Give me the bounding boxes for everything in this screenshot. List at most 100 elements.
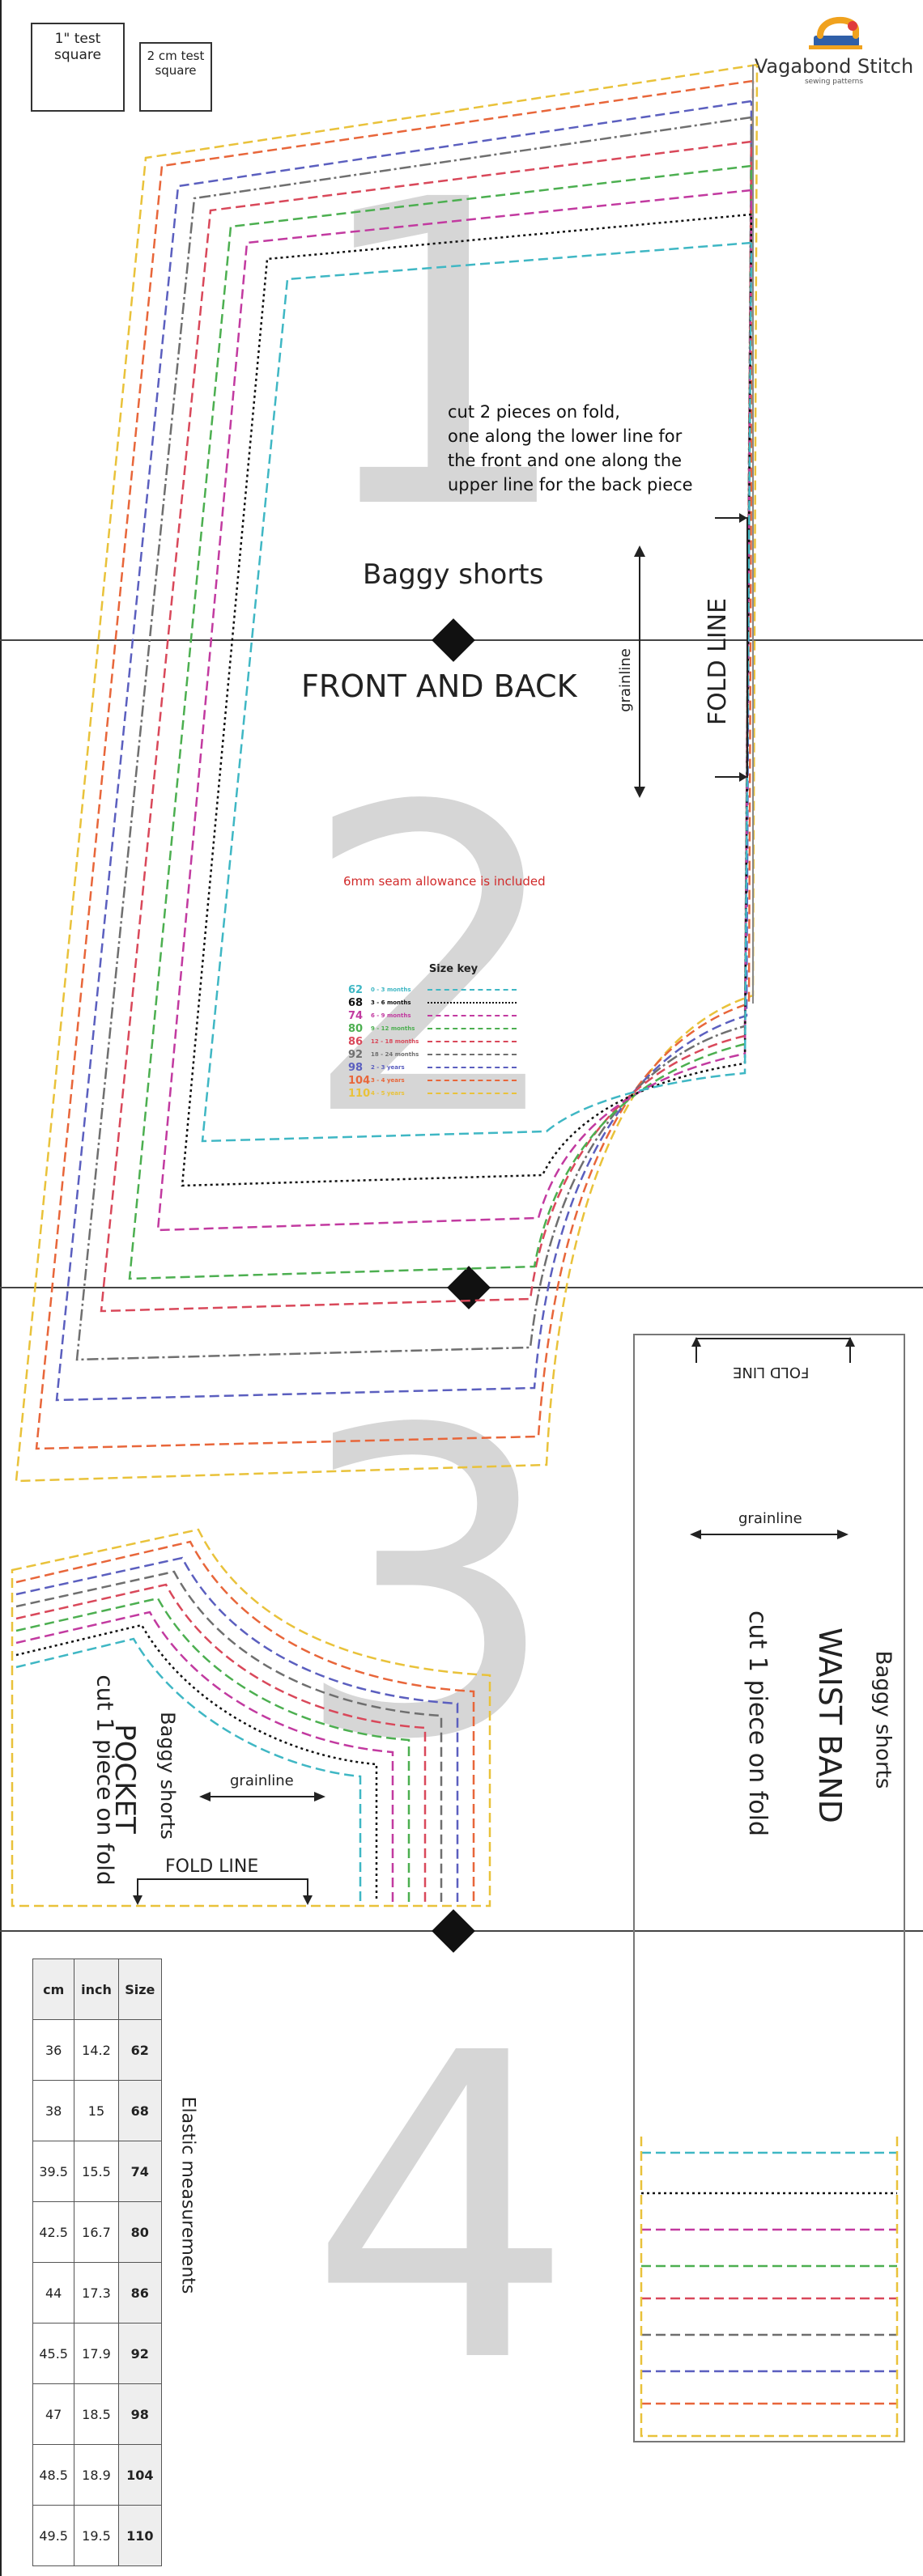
page-number-3: 3 <box>291 1341 559 1831</box>
pocket-fold-line-label: FOLD LINE <box>165 1857 259 1877</box>
size-number: 80 <box>348 1022 364 1035</box>
table-row: 47 18.5 98 <box>32 2383 163 2445</box>
table-cell: 38 <box>32 2080 75 2141</box>
size-number: 98 <box>348 1061 364 1074</box>
waistband-fold-bracket <box>691 1337 855 1363</box>
instruction-line: cut 2 pieces on fold, <box>448 402 620 422</box>
table-cell: 92 <box>117 2323 163 2384</box>
table-cell: 110 <box>117 2505 163 2566</box>
size-62-cut-line <box>201 241 753 1143</box>
size-68-cut-line <box>181 213 753 1187</box>
waistband-size-lines <box>640 2137 899 2438</box>
instruction-line: upper line for the back piece <box>448 475 693 494</box>
table-cell: 62 <box>117 2019 163 2081</box>
table-row: 44 17.3 86 <box>32 2262 163 2323</box>
size-age: 12 - 18 months <box>371 1038 419 1045</box>
shorts-title: Baggy shorts <box>363 558 544 591</box>
waistband-subtitle: Baggy shorts <box>870 1650 895 1789</box>
page-number-2: 2 <box>300 718 568 1208</box>
size-age: 4 - 5 years <box>371 1090 405 1097</box>
shorts-grainline-arrow <box>634 545 645 798</box>
table-cell: 42.5 <box>32 2201 75 2263</box>
size-number: 74 <box>348 1009 364 1022</box>
pocket-grainline-arrow <box>199 1792 325 1802</box>
shorts-grainline-label: grainline <box>616 648 634 712</box>
pocket-fold-bracket <box>133 1878 313 1905</box>
size-age: 9 - 12 months <box>371 1025 415 1032</box>
table-cell: 86 <box>117 2262 163 2323</box>
table-row: 36 14.2 62 <box>32 2019 163 2081</box>
size-line <box>427 1015 517 1016</box>
shorts-cut-instructions: cut 2 pieces on fold, one along the lowe… <box>448 400 693 497</box>
waistband-title: WAIST BAND <box>811 1628 848 1823</box>
brand-name: Vagabond Stitch <box>754 55 914 78</box>
table-row: 38 15 68 <box>32 2080 163 2141</box>
inch-test-square: 1" test square <box>31 23 125 112</box>
elastic-measurements-table: cm inch Size 36 14.2 62 38 15 68 39.5 15… <box>32 1959 163 2566</box>
table-cell: 68 <box>117 2080 163 2141</box>
pocket-pattern-lines <box>11 1528 491 1908</box>
seam-allowance-note: 6mm seam allowance is included <box>343 874 546 889</box>
table-cell: 48.5 <box>32 2444 75 2506</box>
sewing-machine-icon <box>809 16 862 49</box>
table-cell: 45.5 <box>32 2323 75 2384</box>
size-line <box>427 1028 517 1029</box>
alignment-diamond <box>432 1909 475 1953</box>
size-key-row: 80 9 - 12 months <box>348 1022 559 1035</box>
table-cell: 15.5 <box>74 2141 119 2202</box>
table-cell: 98 <box>117 2383 163 2445</box>
size-line <box>427 1093 517 1094</box>
table-cell: 104 <box>117 2444 163 2506</box>
table-cell: 17.9 <box>74 2323 119 2384</box>
table-cell: 18.5 <box>74 2383 119 2445</box>
brand-tagline: sewing patterns <box>804 78 864 86</box>
table-row: 48.5 18.9 104 <box>32 2444 163 2506</box>
table-cell: 80 <box>117 2201 163 2263</box>
size-line <box>427 1041 517 1042</box>
table-row: 49.5 19.5 110 <box>32 2505 163 2566</box>
waistband-fold-line-label: FOLD LINE <box>733 1364 810 1381</box>
table-row: 45.5 17.9 92 <box>32 2323 163 2384</box>
size-line <box>427 1067 517 1068</box>
size-number: 110 <box>348 1087 371 1100</box>
waistband-grainline-arrow <box>690 1530 849 1539</box>
table-cell: 18.9 <box>74 2444 119 2506</box>
table-header-cell: cm <box>32 1959 75 2020</box>
size-number: 86 <box>348 1035 364 1048</box>
size-line <box>427 1080 517 1081</box>
table-cell: 16.7 <box>74 2201 119 2263</box>
table-row: 39.5 15.5 74 <box>32 2141 163 2202</box>
size-number: 62 <box>348 983 364 996</box>
inch-test-square-label: 1" test square <box>54 31 101 63</box>
size-80-cut-line <box>128 164 753 1280</box>
table-cell: 44 <box>32 2262 75 2323</box>
shorts-fold-line-bracket <box>715 513 748 782</box>
table-cell: 36 <box>32 2019 75 2081</box>
size-74-cut-line <box>156 189 753 1232</box>
size-line <box>427 989 517 991</box>
size-number: 104 <box>348 1074 371 1087</box>
size-line <box>427 1002 517 1004</box>
table-cell: 74 <box>117 2141 163 2202</box>
instruction-line: one along the lower line for <box>448 427 683 446</box>
brand-logo: Vagabond Stitch sewing patterns <box>753 11 915 100</box>
page-number-1: 1 <box>308 111 576 601</box>
pocket-subtitle: Baggy shorts <box>155 1712 179 1840</box>
table-header-cell: inch <box>74 1959 119 2020</box>
table-cell: 39.5 <box>32 2141 75 2202</box>
table-cell: 14.2 <box>74 2019 119 2081</box>
size-104-cut-line <box>35 79 755 1450</box>
table-cell: 15 <box>74 2080 119 2141</box>
cm-test-square: 2 cm test square <box>139 42 212 112</box>
table-row: 42.5 16.7 80 <box>32 2201 163 2263</box>
shorts-subtitle: FRONT AND BACK <box>301 668 577 704</box>
waistband-piece <box>633 1334 905 2442</box>
